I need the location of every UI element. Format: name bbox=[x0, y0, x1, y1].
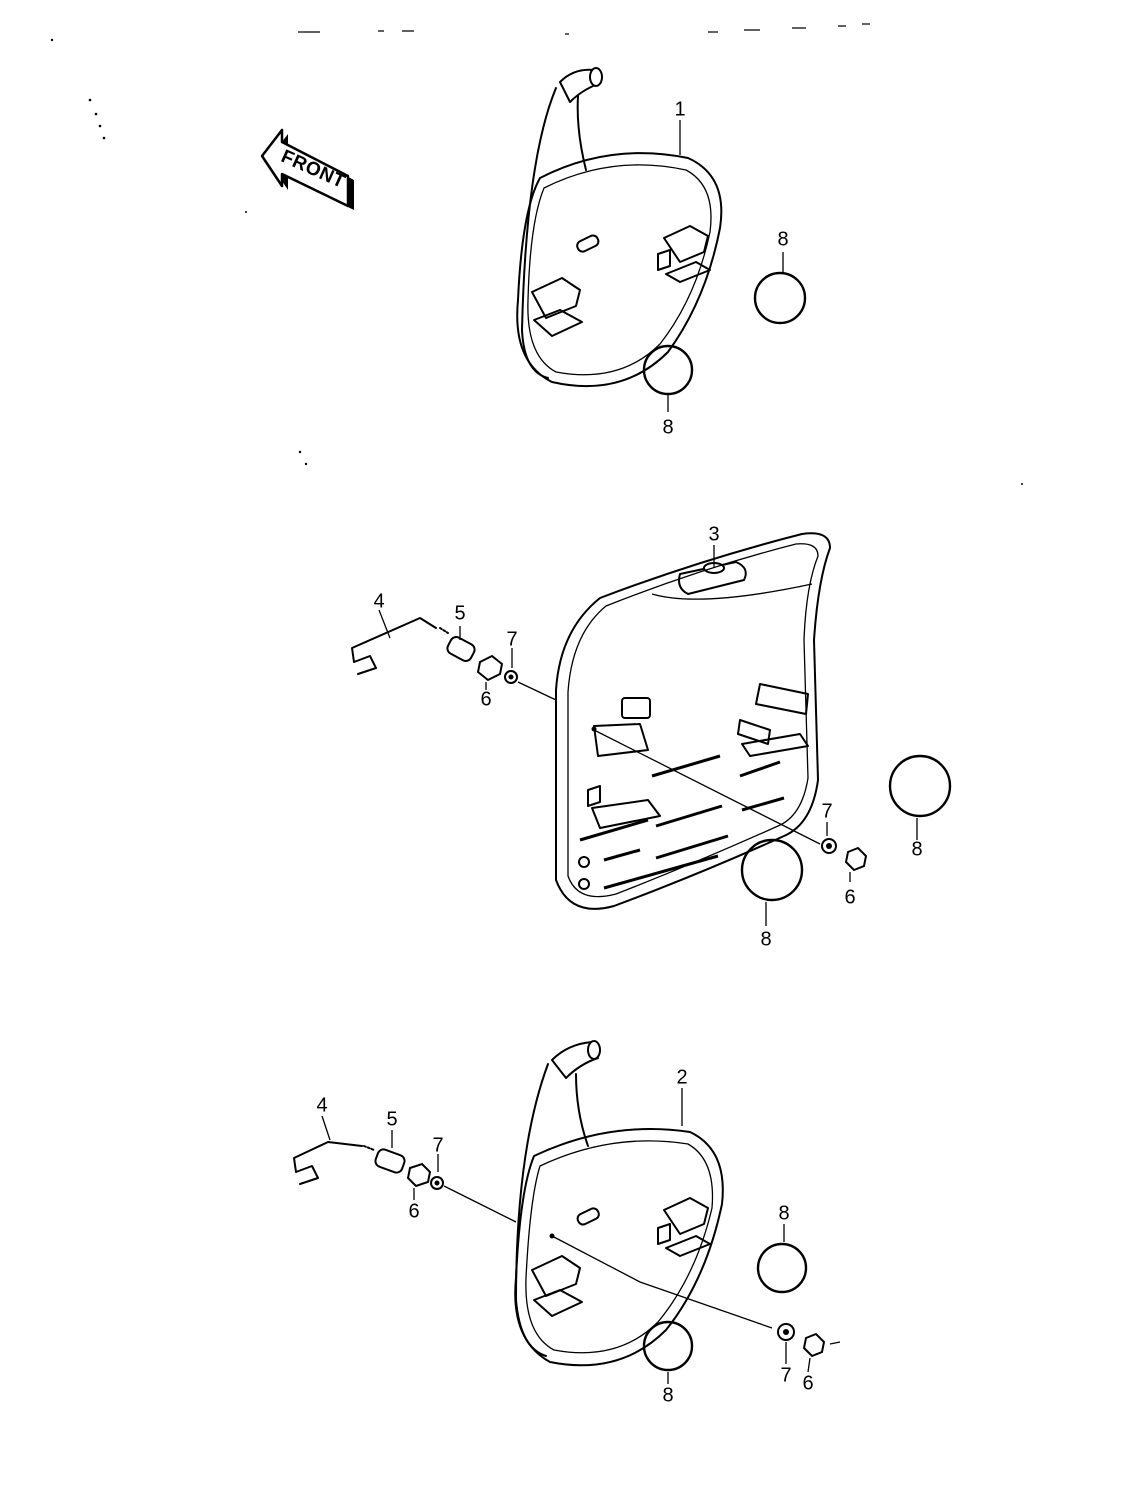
callout-3: 3 bbox=[708, 523, 719, 545]
mounting-rod-assembly-middle bbox=[351, 617, 557, 701]
grommet-ring bbox=[753, 271, 807, 325]
callout-2: 2 bbox=[676, 1066, 687, 1088]
grommet-ring bbox=[740, 838, 804, 902]
side-cover-part-1 bbox=[516, 67, 723, 388]
callout-1: 1 bbox=[674, 98, 685, 120]
callout-8: 8 bbox=[662, 1384, 673, 1406]
callout-7: 7 bbox=[780, 1364, 791, 1386]
callout-6: 6 bbox=[480, 688, 491, 710]
callout-8: 8 bbox=[760, 928, 771, 950]
mounting-rod-assembly-bottom bbox=[293, 1141, 517, 1223]
callout-6: 6 bbox=[844, 886, 855, 908]
callout-4: 4 bbox=[373, 590, 384, 612]
callout-7: 7 bbox=[506, 628, 517, 650]
grommet-ring bbox=[642, 1320, 694, 1372]
callout-6: 6 bbox=[802, 1372, 813, 1394]
callout-6: 6 bbox=[408, 1200, 419, 1222]
callout-8: 8 bbox=[911, 838, 922, 860]
grommet-ring bbox=[756, 1242, 808, 1294]
grommet-ring bbox=[888, 754, 952, 818]
callout-8: 8 bbox=[778, 1202, 789, 1224]
callout-7: 7 bbox=[821, 800, 832, 822]
side-cover-part-3 bbox=[555, 532, 831, 910]
callout-4: 4 bbox=[316, 1094, 327, 1116]
front-direction-arrow: FRONT bbox=[260, 128, 354, 210]
side-cover-part-2 bbox=[514, 1040, 724, 1367]
callout-5: 5 bbox=[454, 602, 465, 624]
scan-specks bbox=[50, 23, 1023, 485]
callout-8: 8 bbox=[662, 416, 673, 438]
callout-5: 5 bbox=[386, 1108, 397, 1130]
callout-7: 7 bbox=[432, 1134, 443, 1156]
callout-8: 8 bbox=[777, 228, 788, 250]
